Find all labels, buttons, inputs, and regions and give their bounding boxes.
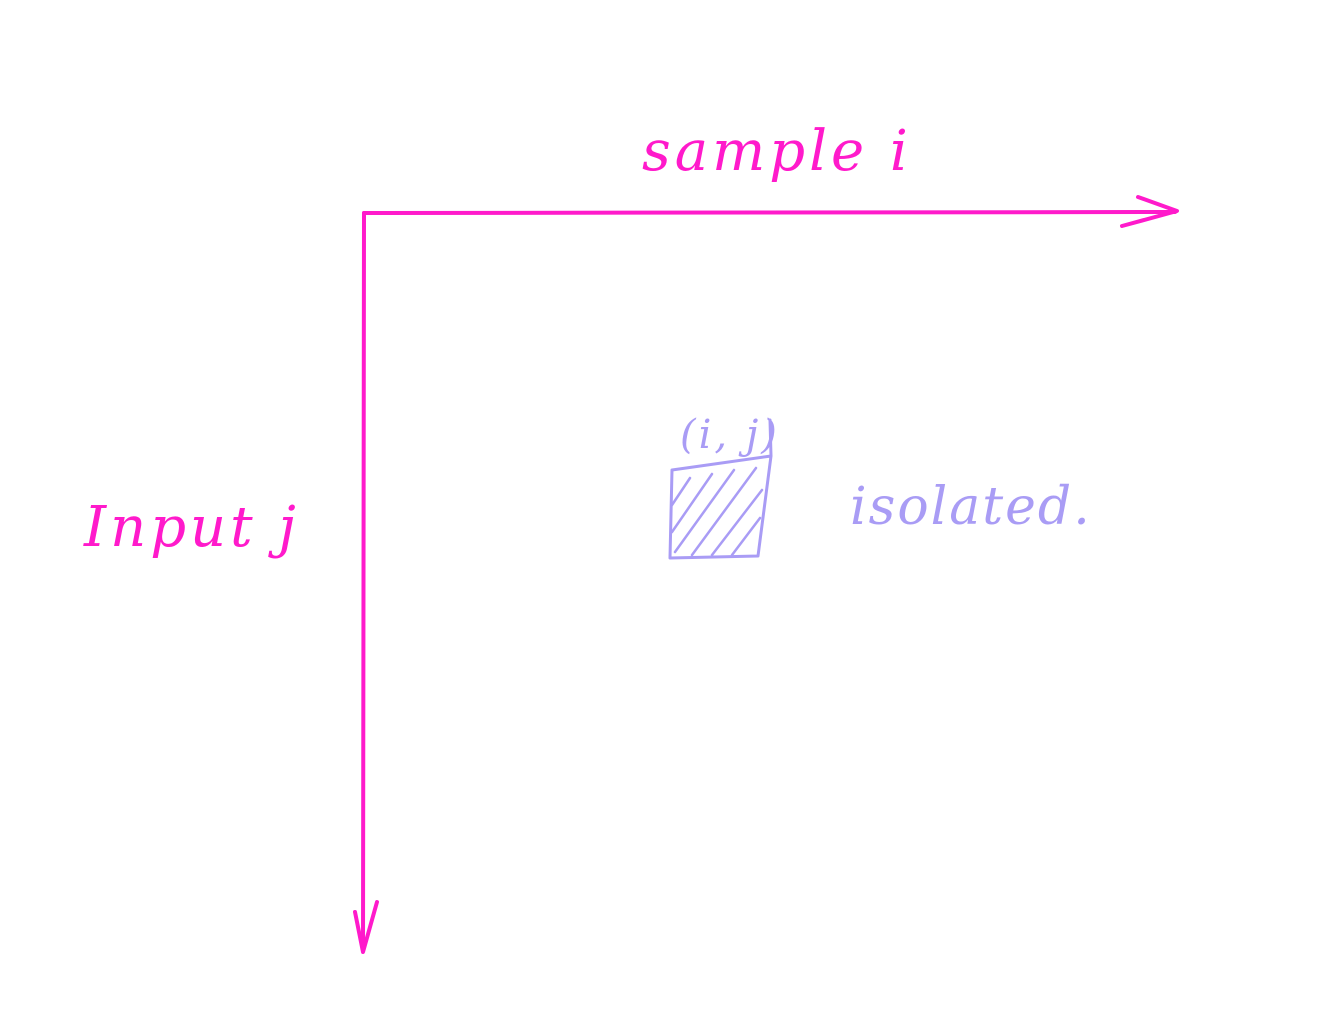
vertical-axis-arrowhead [353, 900, 379, 954]
vertical-axis-line [361, 211, 366, 952]
horizontal-axis-arrowhead [1120, 195, 1179, 228]
axes [353, 195, 1179, 954]
hatch-line [730, 516, 762, 557]
hatch-line [670, 476, 692, 507]
vertical-axis-label: Input j [83, 495, 300, 560]
hatch-line [670, 472, 714, 534]
cell-hatching [670, 466, 764, 557]
horizontal-axis-label: sample i [642, 119, 912, 184]
cell-box [668, 418, 773, 560]
highlighted-cell: (i, j) isolated. [668, 412, 1092, 560]
cell-coordinate-label: (i, j) [680, 412, 780, 458]
horizontal-axis-line [362, 210, 1177, 215]
hatch-line [673, 468, 736, 554]
hatch-line [690, 466, 758, 557]
hatch-line [710, 488, 764, 557]
cell-note: isolated. [850, 477, 1092, 537]
